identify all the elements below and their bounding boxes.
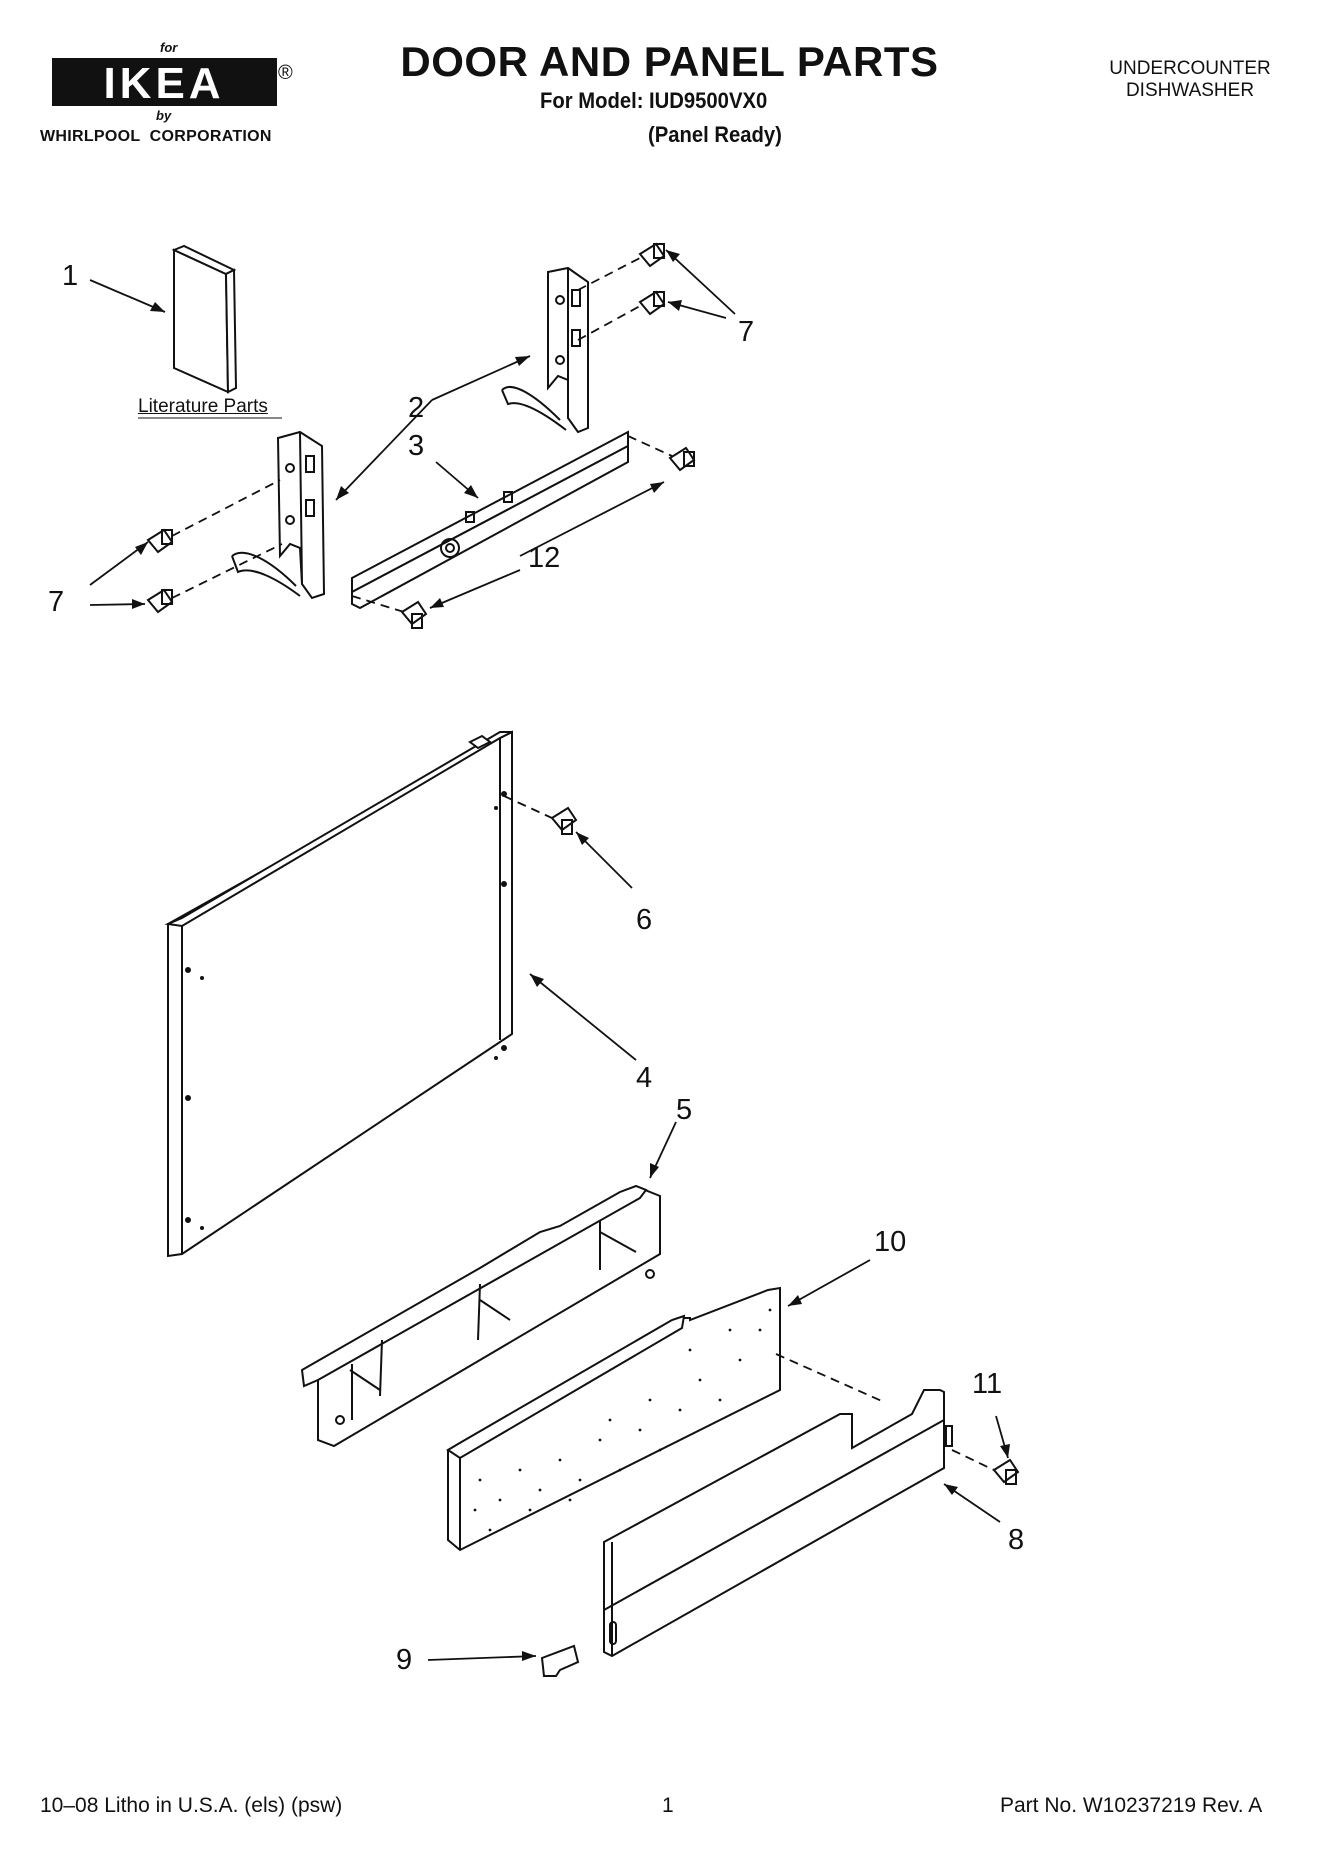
corporation-name: WHIRLPOOL CORPORATION xyxy=(40,128,272,145)
screw-11 xyxy=(992,1458,1020,1485)
callout-11: 11 xyxy=(972,1368,1003,1400)
footer-part-number: Part No. W10237219 Rev. A xyxy=(1000,1794,1263,1817)
variant-line: (Panel Ready) xyxy=(648,122,782,147)
screw-6 xyxy=(550,806,578,835)
callout-1: 1 xyxy=(62,260,79,292)
hinge-bracket-left xyxy=(231,430,326,600)
logo-for-text: for xyxy=(160,40,178,55)
callout-7-right: 7 xyxy=(738,316,755,348)
category-line-1: UNDERCOUNTER xyxy=(1109,58,1271,79)
callout-5: 5 xyxy=(676,1094,693,1126)
callout-12: 12 xyxy=(528,542,561,574)
hinge-bracket-right xyxy=(501,266,589,434)
footer-print-info: 10–08 Litho in U.S.A. (els) (psw) xyxy=(40,1794,343,1817)
logo-brand: IKEA xyxy=(103,59,224,106)
literature-parts-label: Literature Parts xyxy=(138,396,268,417)
screw-12-right xyxy=(668,446,696,472)
callout-9: 9 xyxy=(396,1644,413,1676)
registered-mark: ® xyxy=(278,62,293,84)
callout-2: 2 xyxy=(408,392,425,424)
ikea-logo: IKEA xyxy=(52,58,277,106)
callout-3: 3 xyxy=(408,430,425,462)
door-panel xyxy=(164,730,513,1258)
crossbar xyxy=(351,430,629,610)
trim-panel xyxy=(603,1389,953,1658)
callout-4: 4 xyxy=(636,1062,653,1094)
screw-7-upper-left xyxy=(146,528,174,554)
lower-support-bracket xyxy=(300,1184,661,1448)
category-label: UNDERCOUNTER DISHWASHER xyxy=(1085,58,1295,102)
page-title: DOOR AND PANEL PARTS xyxy=(400,38,939,85)
insulation-pad xyxy=(446,1286,781,1552)
footer-page-number: 1 xyxy=(662,1794,674,1817)
callout-8: 8 xyxy=(1008,1524,1025,1556)
screw-7-upper-right xyxy=(638,242,666,268)
category-line-2: DISHWASHER xyxy=(1125,80,1255,101)
screw-12-left xyxy=(400,600,428,629)
literature-book xyxy=(171,244,238,394)
callout-6: 6 xyxy=(636,904,653,936)
screw-7-lower-left xyxy=(146,588,174,614)
clip xyxy=(540,1644,580,1677)
screw-7-lower-right xyxy=(638,290,666,316)
logo-by-text: by xyxy=(156,108,172,123)
callout-10: 10 xyxy=(874,1226,907,1258)
model-line: For Model: IUD9500VX0 xyxy=(540,88,768,113)
callout-7-left: 7 xyxy=(48,586,65,618)
